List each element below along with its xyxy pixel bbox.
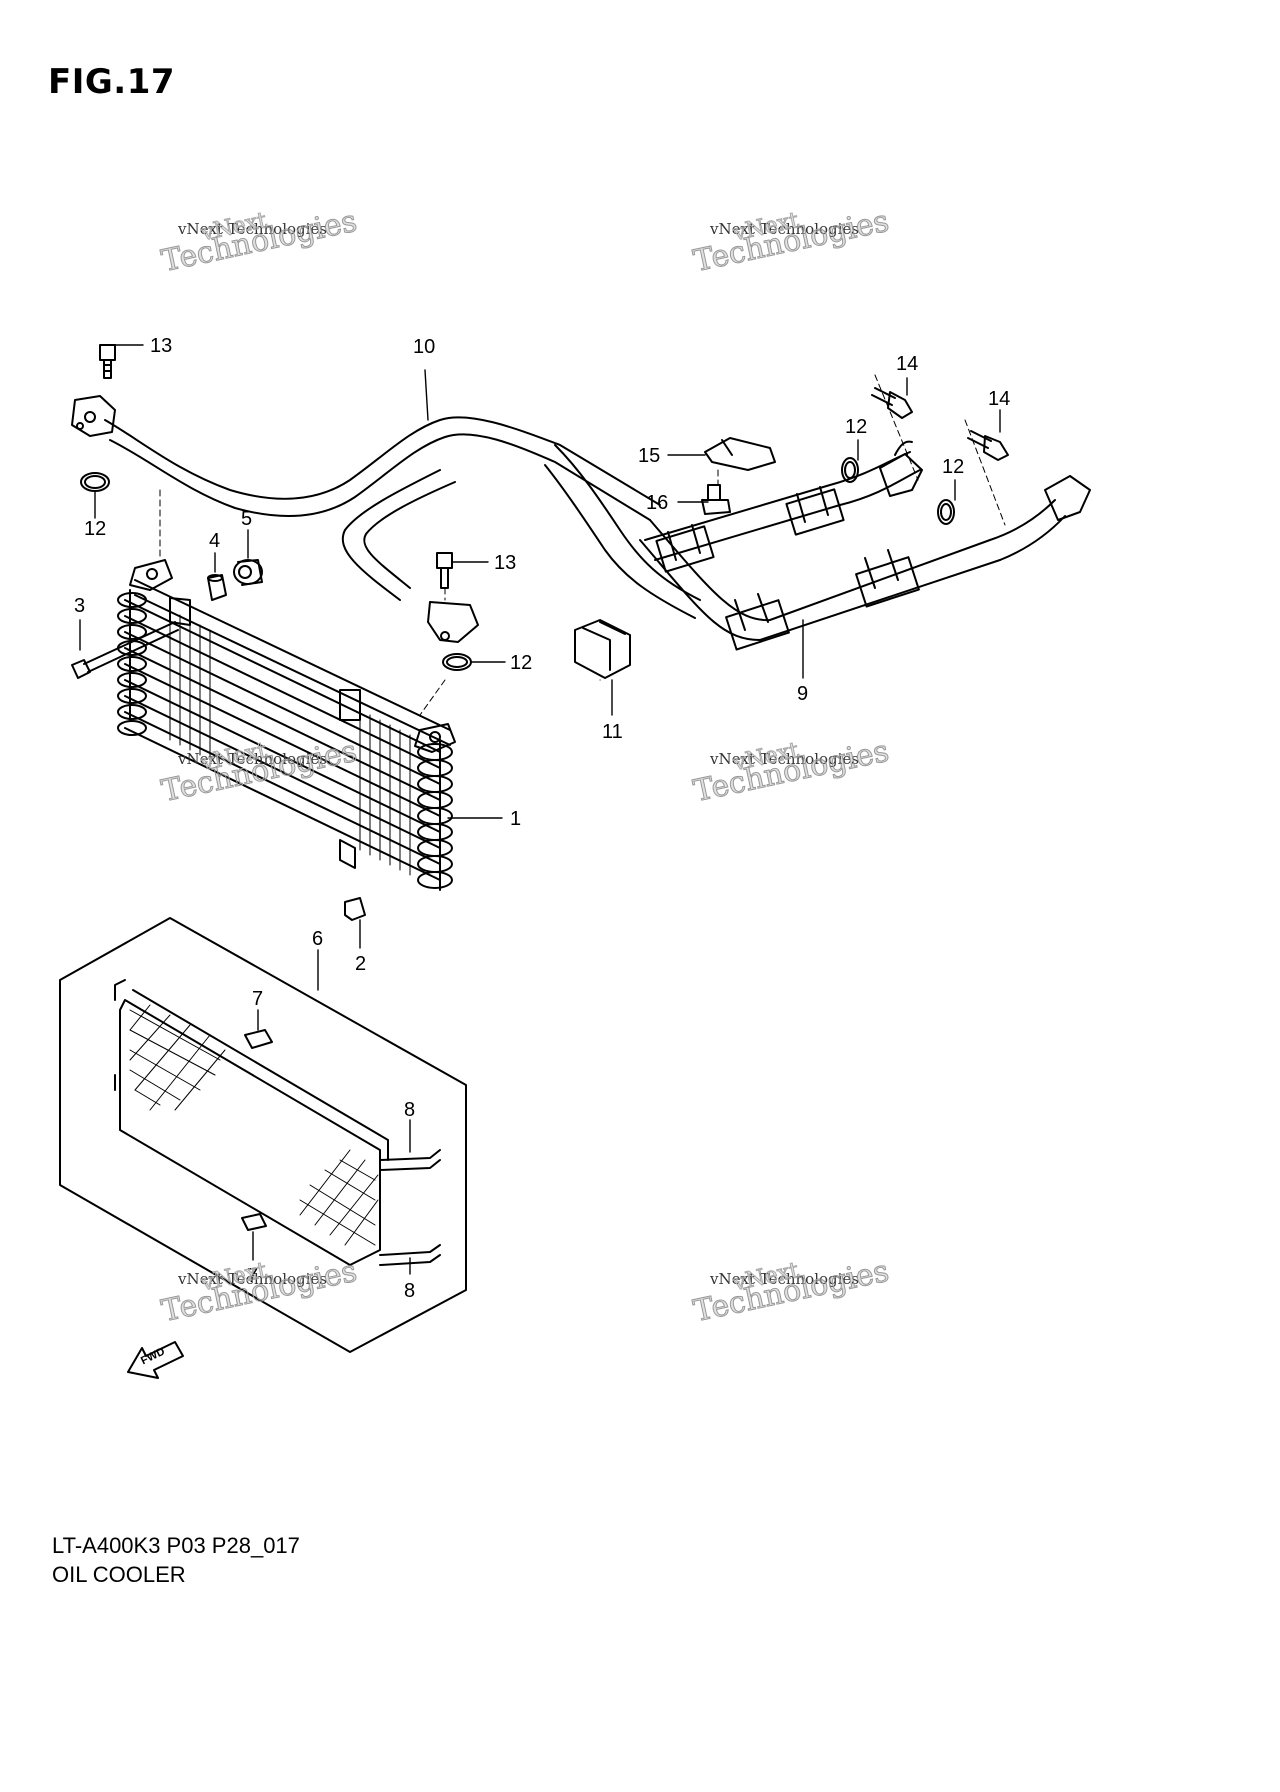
oil-hose-upper: [644, 440, 923, 573]
callout-4: 4: [209, 530, 220, 552]
fwd-arrow-icon: [127, 1341, 184, 1379]
callout-6: 6: [312, 928, 323, 950]
callout-12-right: 12: [942, 456, 964, 478]
bolt-16: [701, 484, 731, 515]
callout-8-lower: 8: [404, 1280, 415, 1302]
callout-10: 10: [413, 336, 435, 358]
callout-12-left: 12: [84, 518, 106, 540]
oil-cooler-core: [117, 559, 456, 891]
callout-1: 1: [510, 808, 521, 830]
callout-16: 16: [646, 492, 668, 514]
callout-15: 15: [638, 445, 660, 467]
callout-14-left: 14: [896, 353, 918, 375]
bolt-13-upper: [99, 344, 116, 379]
cushion-11: [574, 619, 631, 679]
bolt-13-middle: [427, 552, 479, 643]
section-name: OIL COOLER: [52, 1562, 186, 1587]
bolt-14-left: [871, 387, 913, 419]
callout-9: 9: [797, 683, 808, 705]
oil-cooler-guard-6: [59, 917, 467, 1353]
callout-8-upper: 8: [404, 1099, 415, 1121]
callout-2: 2: [355, 953, 366, 975]
bracket-15: [704, 437, 776, 471]
callout-13-middle: 13: [494, 552, 516, 574]
o-ring-12: [80, 457, 955, 671]
callout-13-upper: 13: [150, 335, 172, 357]
callout-7-upper: 7: [252, 988, 263, 1010]
callout-12-upper-right: 12: [845, 416, 867, 438]
clip-2: [344, 897, 366, 921]
figure-title: FIG.17: [48, 62, 176, 102]
callout-12-middle: 12: [510, 652, 532, 674]
oil-pipe-10: [71, 395, 701, 619]
model-code: LT-A400K3 P03 P28_017: [52, 1533, 300, 1558]
grommet-5: [233, 559, 263, 586]
bolt-3: [71, 621, 179, 679]
callout-5: 5: [241, 508, 252, 530]
collar-4: [207, 574, 227, 601]
callout-11: 11: [602, 721, 623, 743]
bolt-14-right: [967, 430, 1009, 461]
callout-3: 3: [74, 595, 85, 617]
callout-7-lower: 7: [247, 1265, 258, 1287]
callout-14-right: 14: [988, 388, 1010, 410]
